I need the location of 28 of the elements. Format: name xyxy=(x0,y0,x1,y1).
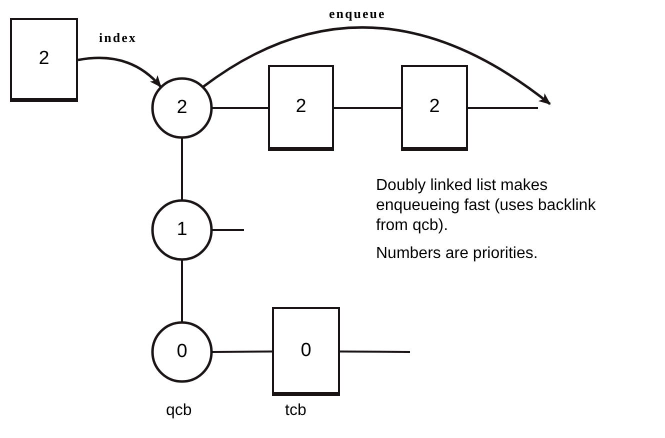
task-box xyxy=(401,65,468,151)
link-line xyxy=(212,350,272,353)
task-box xyxy=(268,65,334,151)
link-line xyxy=(212,107,268,109)
priority-number: 0 xyxy=(176,341,188,363)
queue-node-circle xyxy=(151,321,213,383)
priority-number: 2 xyxy=(429,96,440,118)
task-box xyxy=(10,18,78,102)
task-box xyxy=(272,307,340,396)
link-line xyxy=(181,138,183,200)
priority-number: 2 xyxy=(176,97,188,119)
priority-number: 2 xyxy=(38,48,50,70)
column-label: tcb xyxy=(285,401,308,421)
link-line xyxy=(334,107,401,109)
link-line xyxy=(212,229,244,231)
column-label: qcb xyxy=(166,401,193,421)
link-line xyxy=(340,350,410,353)
arrow xyxy=(202,26,551,105)
arrow xyxy=(78,56,162,88)
link-line xyxy=(181,260,183,322)
note-text: Numbers are priorities. xyxy=(376,244,539,264)
link-line xyxy=(468,107,538,109)
priority-number: 2 xyxy=(296,96,306,118)
queue-node-circle xyxy=(151,199,213,261)
priority-number: 0 xyxy=(300,340,312,362)
note-text: Doubly linked list makes enqueueing fast (uses backlink from qcb). xyxy=(376,176,596,236)
queue-node-circle xyxy=(151,77,213,139)
priority-number: 1 xyxy=(176,219,188,241)
